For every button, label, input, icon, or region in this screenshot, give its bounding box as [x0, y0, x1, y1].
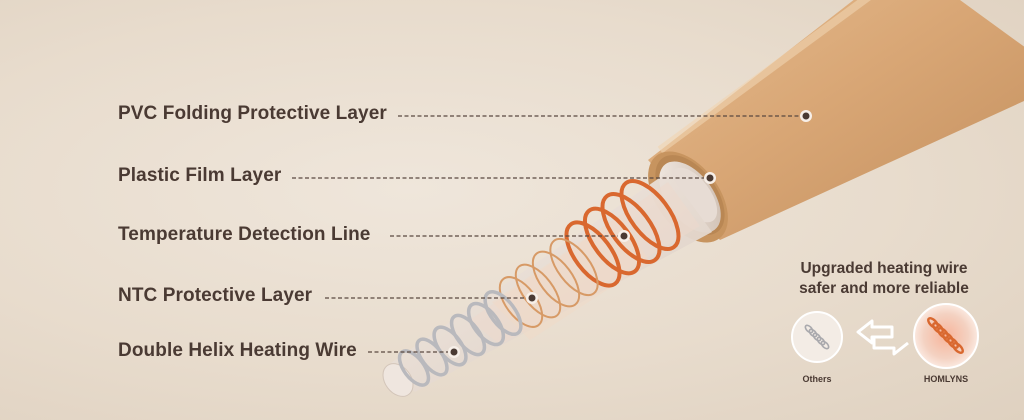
label-temperature-line: Temperature Detection Line	[118, 224, 371, 245]
leader-lines	[292, 115, 804, 353]
label-pvc-layer: PVC Folding Protective Layer	[118, 103, 387, 124]
others-caption: Others	[802, 374, 832, 384]
promo-text: Upgraded heating wire safer and more rel…	[770, 259, 998, 299]
others-wire-icon	[791, 311, 843, 363]
label-ntc-layer: NTC Protective Layer	[118, 285, 313, 306]
promo-line-2: safer and more reliable	[799, 280, 969, 297]
exchange-arrows-icon	[856, 319, 909, 356]
copper-coils	[564, 179, 681, 288]
homlyns-caption: HOMLYNS	[923, 374, 969, 384]
promo-line-1: Upgraded heating wire	[800, 260, 968, 277]
film-layer	[659, 161, 721, 233]
leader-dots	[448, 110, 812, 358]
homlyns-wire-icon	[913, 303, 979, 369]
inner-core	[382, 172, 712, 397]
temperature-coils	[498, 237, 599, 328]
label-film-layer: Plastic Film Layer	[118, 165, 282, 186]
label-helix-wire: Double Helix Heating Wire	[118, 340, 357, 361]
